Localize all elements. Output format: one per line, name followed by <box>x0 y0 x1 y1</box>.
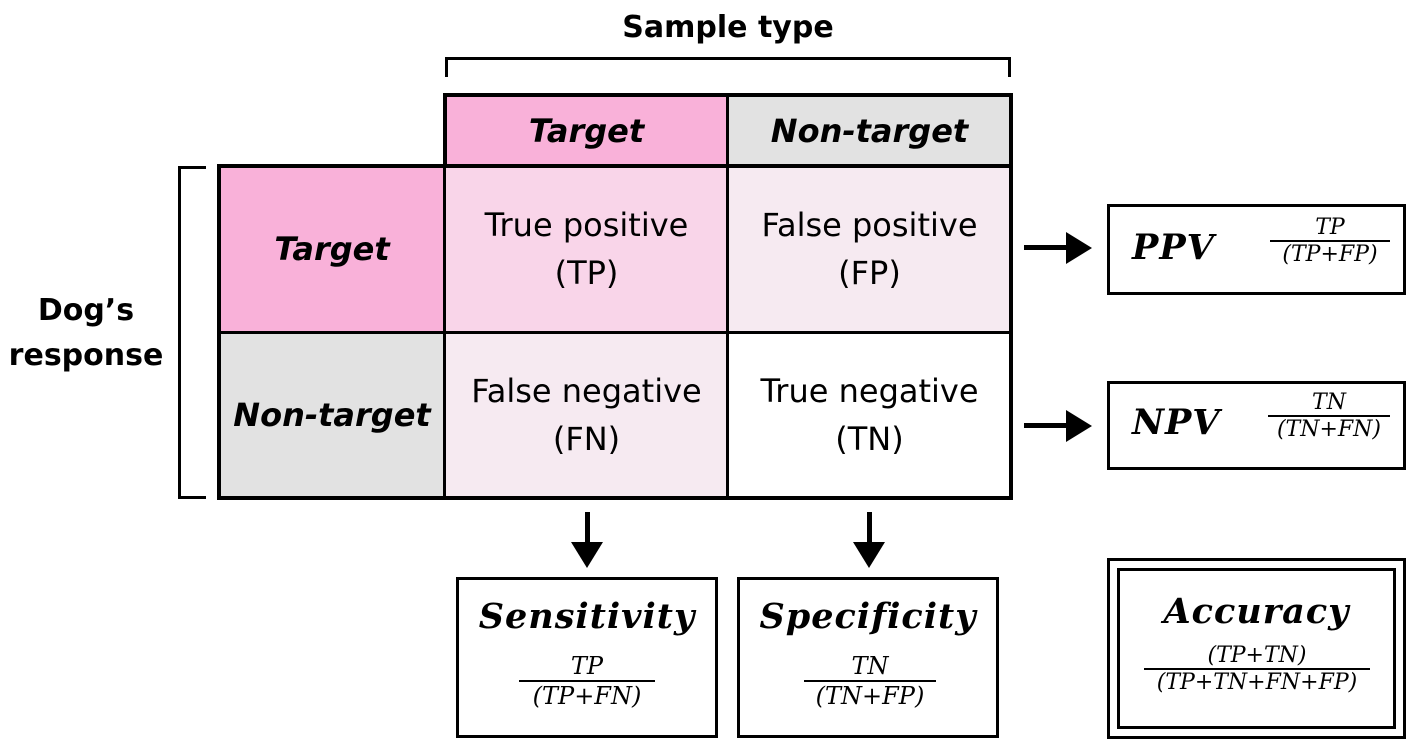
column-axis-bracket <box>445 57 1011 77</box>
specificity-numerator: TN <box>851 652 889 680</box>
specificity-denominator: (TN+FP) <box>815 682 925 710</box>
column-header-target-label: Target <box>528 111 645 150</box>
specificity-fraction-bar <box>804 680 936 682</box>
sensitivity-denominator: (TP+FN) <box>532 682 642 710</box>
npv-numerator: TN <box>1312 390 1346 415</box>
cell-true-negative-abbr: (TN) <box>835 420 904 458</box>
cell-true-positive: True positive (TP) <box>445 166 728 332</box>
sensitivity-box: Sensitivity TP (TP+FN) <box>456 577 718 738</box>
npv-label: NPV <box>1132 402 1221 443</box>
ppv-formula: TP (TP+FP) <box>1270 215 1390 267</box>
cell-true-negative: True negative (TN) <box>728 332 1011 498</box>
sensitivity-formula: TP (TP+FN) <box>519 652 655 710</box>
grid-divider-h1 <box>217 331 1013 334</box>
cell-true-positive-abbr: (TP) <box>554 254 619 292</box>
column-axis-title: Sample type <box>622 10 834 45</box>
npv-denominator: (TN+FN) <box>1276 417 1382 442</box>
cell-true-negative-label: True negative <box>760 372 979 410</box>
accuracy-formula: (TP+TN) (TP+TN+FN+FP) <box>1144 643 1370 695</box>
row-header-target: Target <box>219 166 445 332</box>
ppv-label: PPV <box>1132 227 1215 268</box>
arrow-down-sensitivity-icon <box>571 542 603 568</box>
arrow-down-sensitivity-shaft <box>585 512 590 544</box>
column-header-target: Target <box>445 95 728 166</box>
row-header-target-label: Target <box>274 230 390 268</box>
row-header-non-target: Non-target <box>219 332 445 498</box>
arrow-down-specificity-icon <box>853 542 885 568</box>
ppv-numerator: TP <box>1315 215 1345 240</box>
row-axis-title: Dog’s response <box>0 288 172 388</box>
cell-false-negative-label: False negative <box>471 372 702 410</box>
row-axis-title-line2: response <box>8 338 164 373</box>
specificity-formula: TN (TN+FP) <box>804 652 936 710</box>
accuracy-fraction-bar <box>1144 668 1370 670</box>
sensitivity-label: Sensitivity <box>478 596 696 637</box>
arrow-down-specificity-shaft <box>867 512 872 544</box>
sensitivity-numerator: TP <box>570 652 604 680</box>
arrow-right-npv-shaft <box>1024 423 1068 428</box>
specificity-label: Specificity <box>759 596 977 637</box>
grid-divider-v2 <box>726 93 729 500</box>
arrow-right-ppv-shaft <box>1024 245 1068 250</box>
ppv-fraction-bar <box>1270 240 1390 242</box>
ppv-box: PPV TP (TP+FP) <box>1107 204 1406 295</box>
cell-false-negative: False negative (FN) <box>445 332 728 498</box>
row-header-non-target-label: Non-target <box>233 396 431 434</box>
cell-false-negative-abbr: (FN) <box>552 420 621 458</box>
npv-formula: TN (TN+FN) <box>1268 390 1390 442</box>
accuracy-label: Accuracy <box>1163 591 1350 632</box>
cell-false-positive: False positive (FP) <box>728 166 1011 332</box>
npv-box: NPV TN (TN+FN) <box>1107 381 1406 470</box>
accuracy-numerator: (TP+TN) <box>1207 643 1307 668</box>
column-header-non-target: Non-target <box>728 95 1011 166</box>
accuracy-denominator: (TP+TN+FN+FP) <box>1156 670 1358 695</box>
cell-false-positive-label: False positive <box>761 206 978 244</box>
row-axis-title-line1: Dog’s <box>37 293 135 328</box>
column-header-non-target-label: Non-target <box>770 111 969 150</box>
cell-true-positive-label: True positive <box>484 206 689 244</box>
arrow-right-npv-icon <box>1066 410 1092 442</box>
row-axis-bracket <box>178 166 206 499</box>
npv-fraction-bar <box>1268 415 1390 417</box>
ppv-denominator: (TP+FP) <box>1282 242 1378 267</box>
arrow-right-ppv-icon <box>1066 232 1092 264</box>
specificity-box: Specificity TN (TN+FP) <box>737 577 999 738</box>
cell-false-positive-abbr: (FP) <box>838 254 901 292</box>
accuracy-box: Accuracy (TP+TN) (TP+TN+FN+FP) <box>1117 568 1396 729</box>
sensitivity-fraction-bar <box>519 680 655 682</box>
